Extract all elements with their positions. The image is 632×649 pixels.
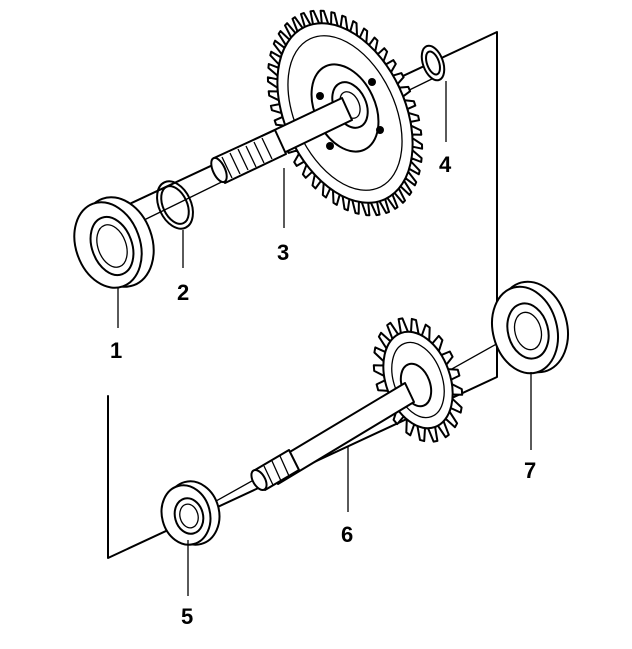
callout-1: 1	[110, 338, 122, 363]
oil-seal-1	[73, 196, 155, 289]
callout-5: 5	[181, 604, 193, 629]
callout-6: 6	[341, 522, 353, 547]
bearing-7	[491, 280, 569, 375]
snap-ring-2	[156, 180, 194, 230]
bearing-5	[160, 480, 221, 546]
snap-ring-4	[420, 44, 446, 82]
callout-3: 3	[277, 240, 289, 265]
callout-7: 7	[524, 458, 536, 483]
upper-gear-shaft	[210, 9, 424, 217]
callout-2: 2	[177, 280, 189, 305]
lower-gear-shaft	[250, 317, 464, 491]
callout-4: 4	[439, 152, 452, 177]
